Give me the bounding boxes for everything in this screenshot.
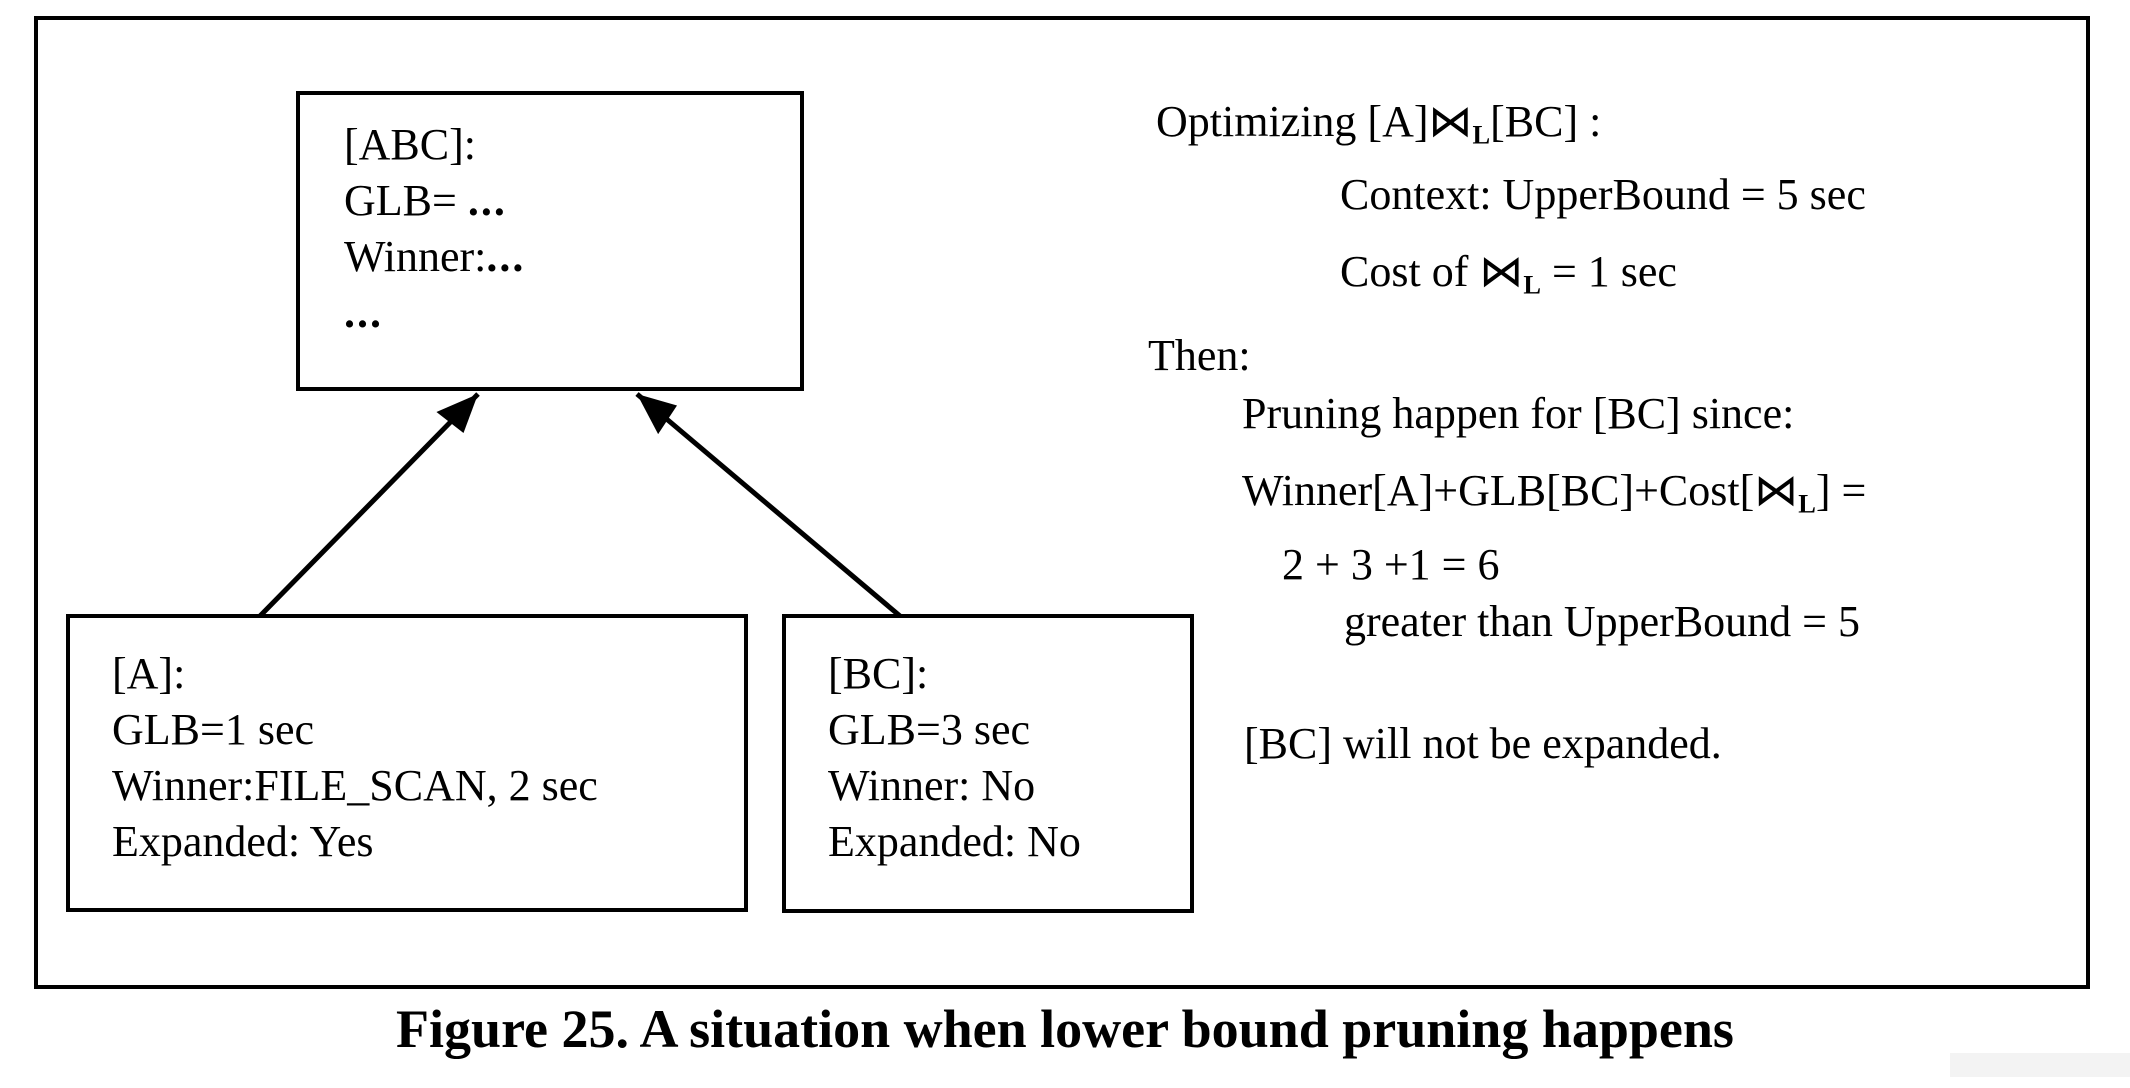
ellipsis: ...: [467, 176, 507, 225]
node-bc-expanded: Expanded: No: [828, 817, 1081, 866]
node-a-glb: GLB=1 sec: [112, 705, 314, 754]
node-abc-glb: GLB= ...: [344, 176, 507, 225]
join-subscript: L: [1472, 119, 1491, 150]
annotation-formula: Winner[A]+GLB[BC]+Cost[⋈L] =: [1242, 465, 1867, 519]
annotation-join-cost: Cost of ⋈L = 1 sec: [1340, 247, 1677, 300]
node-a-expanded: Expanded: Yes: [112, 817, 374, 866]
node-bc-winner: Winner: No: [828, 761, 1036, 810]
annotation-optimizing: Optimizing [A]⋈L[BC] :: [1156, 97, 1602, 150]
annotation-greater: greater than UpperBound = 5: [1344, 597, 1860, 647]
node-abc-more: ...: [344, 285, 800, 341]
join-subscript: L: [1798, 488, 1816, 519]
node-bc: [BC]: GLB=3 sec Winner: No Expanded: No: [782, 614, 1194, 913]
node-bc-glb: GLB=3 sec: [828, 705, 1030, 754]
annotation-conclusion: [BC] will not be expanded.: [1244, 719, 1722, 769]
node-bc-title: [BC]:: [828, 649, 929, 698]
node-abc: [ABC]: GLB= ... Winner:... ...: [296, 91, 804, 391]
node-a-winner: Winner:FILE_SCAN, 2 sec: [112, 761, 598, 810]
annotation-context: Context: UpperBound = 5 sec: [1340, 170, 1866, 220]
node-a: [A]: GLB=1 sec Winner:FILE_SCAN, 2 sec E…: [66, 614, 748, 912]
annotation-block: Optimizing [A]⋈L[BC] : Context: UpperBou…: [1148, 94, 1866, 772]
node-abc-winner: Winner:...: [344, 232, 526, 281]
scan-artifact: [1950, 1053, 2130, 1077]
ellipsis: ...: [486, 232, 526, 281]
annotation-pruning: Pruning happen for [BC] since:: [1242, 388, 1795, 438]
annotation-sum: 2 + 3 +1 = 6: [1282, 540, 1500, 590]
node-abc-title: [ABC]:: [344, 120, 476, 169]
annotation-then: Then:: [1148, 330, 1251, 380]
node-a-title: [A]:: [112, 649, 186, 698]
figure-caption: Figure 25. A situation when lower bound …: [396, 999, 1734, 1059]
join-subscript: L: [1523, 269, 1541, 300]
ellipsis: ...: [344, 288, 383, 337]
